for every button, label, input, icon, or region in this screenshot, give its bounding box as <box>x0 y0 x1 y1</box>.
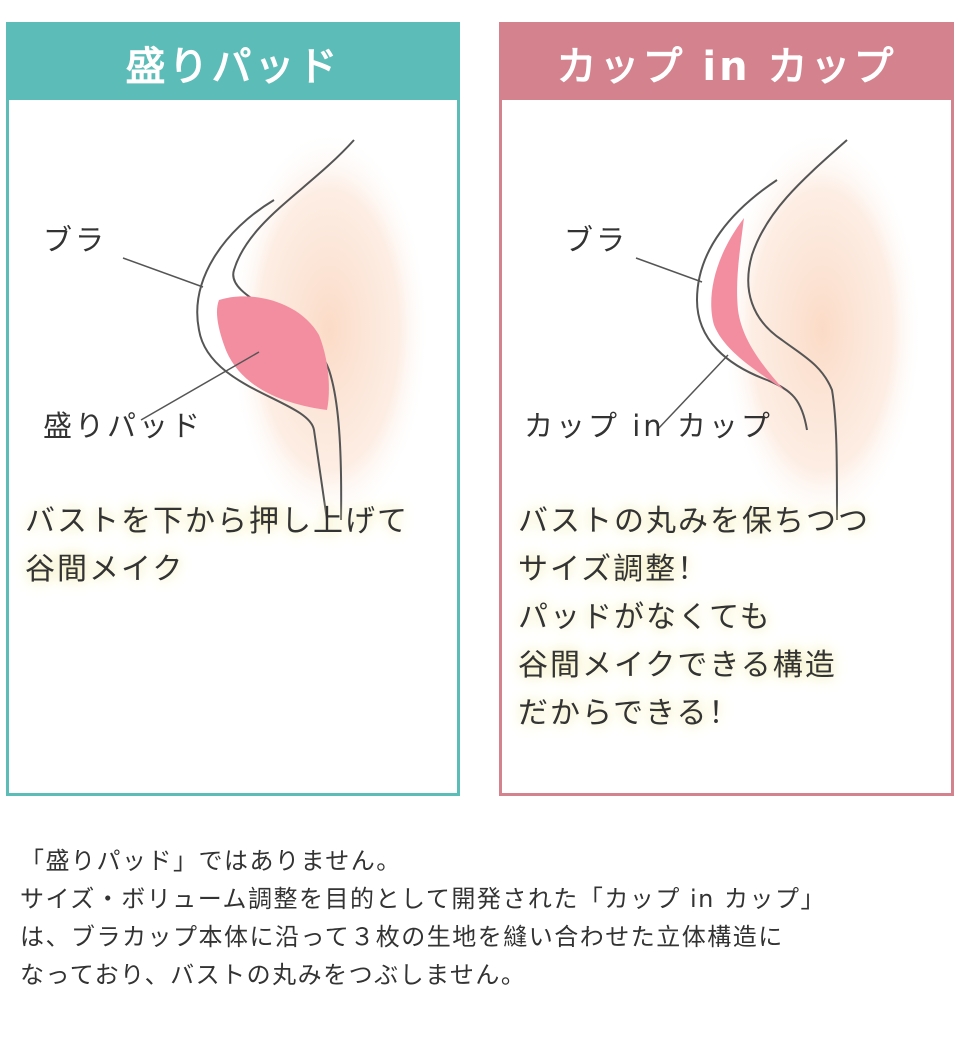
footer-line: なっており、バストの丸みをつぶしません。 <box>20 961 527 989</box>
label-bra: ブラ <box>43 223 108 257</box>
mori-pad-shape <box>216 296 329 410</box>
label-cup-in-cup: カップ in カップ <box>524 409 773 443</box>
description-line: パッドがなくても <box>518 600 772 635</box>
panel-mori-pad: 盛りパッド ブラ 盛りパッド バストを下から押し上げて 谷間メイク <box>6 22 460 796</box>
description-line: 谷間メイクできる構造 <box>518 648 837 683</box>
bust-skin-shape <box>722 130 922 520</box>
mori-pad-illustration <box>122 130 429 520</box>
leader-line-pad <box>656 354 729 431</box>
description-line: 谷間メイク <box>25 552 185 587</box>
bra-outline-outer <box>695 179 808 431</box>
cup-in-cup-description: バストの丸みを保ちつつ サイズ調整！ パッドがなくても 谷間メイクできる構造 だ… <box>518 498 870 738</box>
bra-outline-outer <box>196 199 328 520</box>
cup-in-cup-shape <box>711 218 784 390</box>
footer-line: サイズ・ボリューム調整を目的として開発された「カップ in カップ」 <box>20 885 826 913</box>
panel-title-cup-in-cup: カップ in カップ <box>502 25 951 100</box>
leader-line-bra <box>122 257 204 288</box>
description-line: だからできる！ <box>518 696 741 731</box>
footer-line: は、ブラカップ本体に沿って３枚の生地を縫い合わせた立体構造に <box>20 923 784 951</box>
bra-outline-inner <box>747 139 848 520</box>
description-line: バストの丸みを保ちつつ <box>518 504 870 539</box>
footer-explanation: 「盛りパッド」ではありません。 サイズ・ボリューム調整を目的として開発された「カ… <box>20 842 950 994</box>
description-line: サイズ調整！ <box>518 552 710 587</box>
bust-skin-shape <box>229 130 429 520</box>
label-bra: ブラ <box>564 223 629 257</box>
leader-line-pad <box>140 351 260 421</box>
leader-line-bra <box>635 257 703 283</box>
footer-line: 「盛りパッド」ではありません。 <box>20 847 402 875</box>
description-line: バストを下から押し上げて <box>25 504 409 539</box>
panel-title-mori-pad: 盛りパッド <box>9 25 457 100</box>
cup-in-cup-illustration <box>635 130 922 520</box>
mori-pad-description: バストを下から押し上げて 谷間メイク <box>25 498 409 594</box>
label-mori-pad: 盛りパッド <box>43 409 204 443</box>
panel-cup-in-cup: カップ in カップ ブラ カップ in カップ バストの丸みを保ちつつ サイズ… <box>499 22 954 796</box>
